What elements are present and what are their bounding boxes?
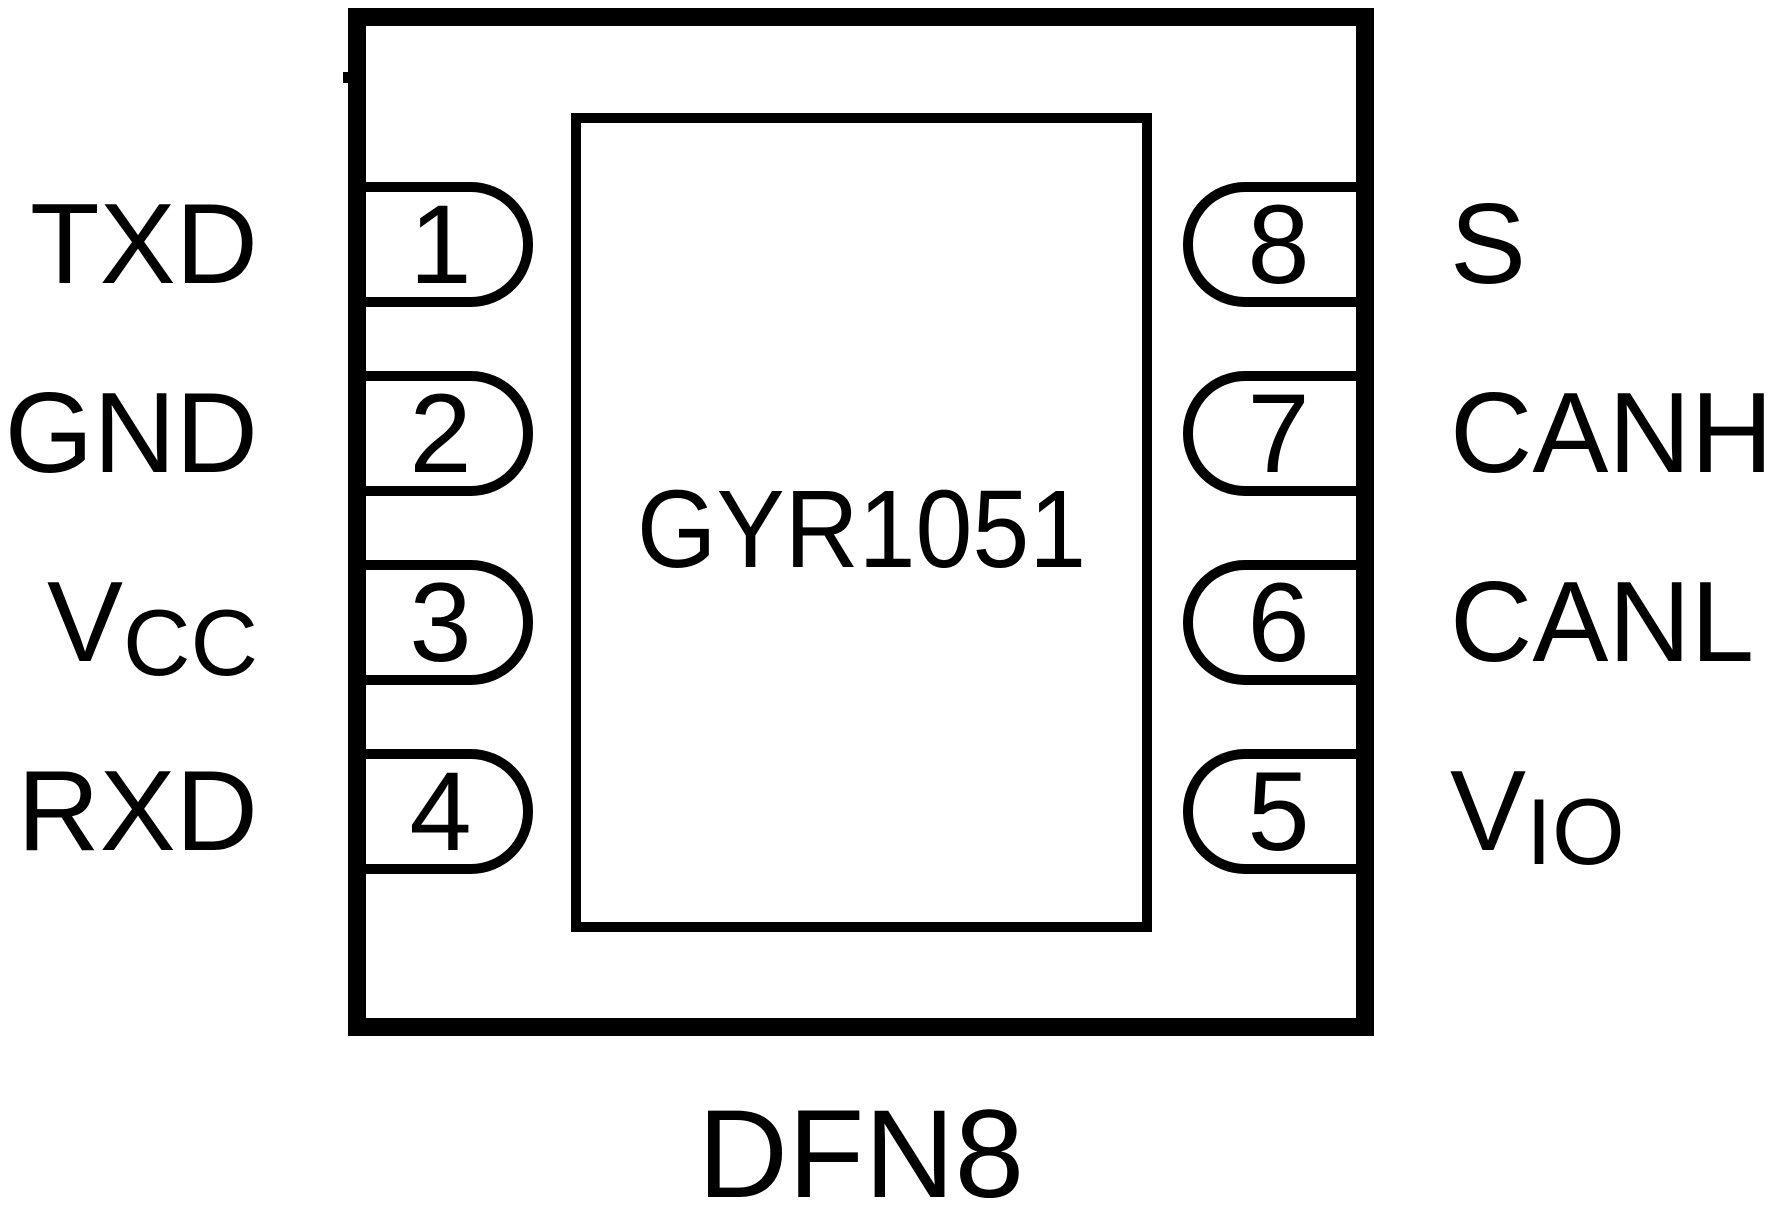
pin-label-vio-text: V [1450, 747, 1527, 875]
pin-label-canh: CANH [1450, 371, 1779, 496]
pin-pad-6: 6 [1183, 560, 1364, 685]
pin-number-2: 2 [409, 370, 472, 496]
pin-pad-1: 1 [358, 182, 533, 307]
chip-name: GYR1051 [636, 467, 1087, 591]
pin-label-canh-text: CANH [1450, 369, 1774, 497]
pin-pad-5: 5 [1183, 749, 1364, 874]
pin-number-3: 3 [409, 559, 472, 685]
pin-label-canl-text: CANL [1450, 558, 1755, 686]
pin-number-5: 5 [1247, 748, 1310, 874]
pin1-indicator-notch [343, 72, 350, 83]
pin-label-txd: TXD [0, 182, 258, 307]
pin-number-8: 8 [1247, 181, 1310, 307]
pin-label-gnd: GND [0, 371, 258, 496]
pin-number-4: 4 [409, 748, 472, 874]
pin-label-vcc-text: V [46, 558, 123, 686]
pin-pad-4: 4 [358, 749, 533, 874]
pin-label-s: S [1450, 182, 1779, 307]
pin-label-rxd-text: RXD [17, 747, 258, 875]
pin-label-vcc-sub: CC [122, 590, 258, 696]
pin-number-6: 6 [1247, 559, 1310, 685]
pin-number-1: 1 [409, 181, 472, 307]
pin-label-gnd-text: GND [4, 369, 258, 497]
pin-label-vio-sub: IO [1526, 779, 1625, 885]
pin-label-canl: CANL [1450, 560, 1779, 685]
die-outline: GYR1051 [571, 113, 1152, 932]
pin-number-7: 7 [1247, 370, 1310, 496]
pin-pad-3: 3 [358, 560, 533, 685]
pin-pad-8: 8 [1183, 182, 1364, 307]
pin-label-rxd: RXD [0, 749, 258, 874]
pin-label-s-text: S [1450, 180, 1527, 308]
pin-label-txd-text: TXD [30, 180, 258, 308]
pin-pad-2: 2 [358, 371, 533, 496]
pin-pad-7: 7 [1183, 371, 1364, 496]
package-type-label: DFN8 [697, 1084, 1025, 1218]
